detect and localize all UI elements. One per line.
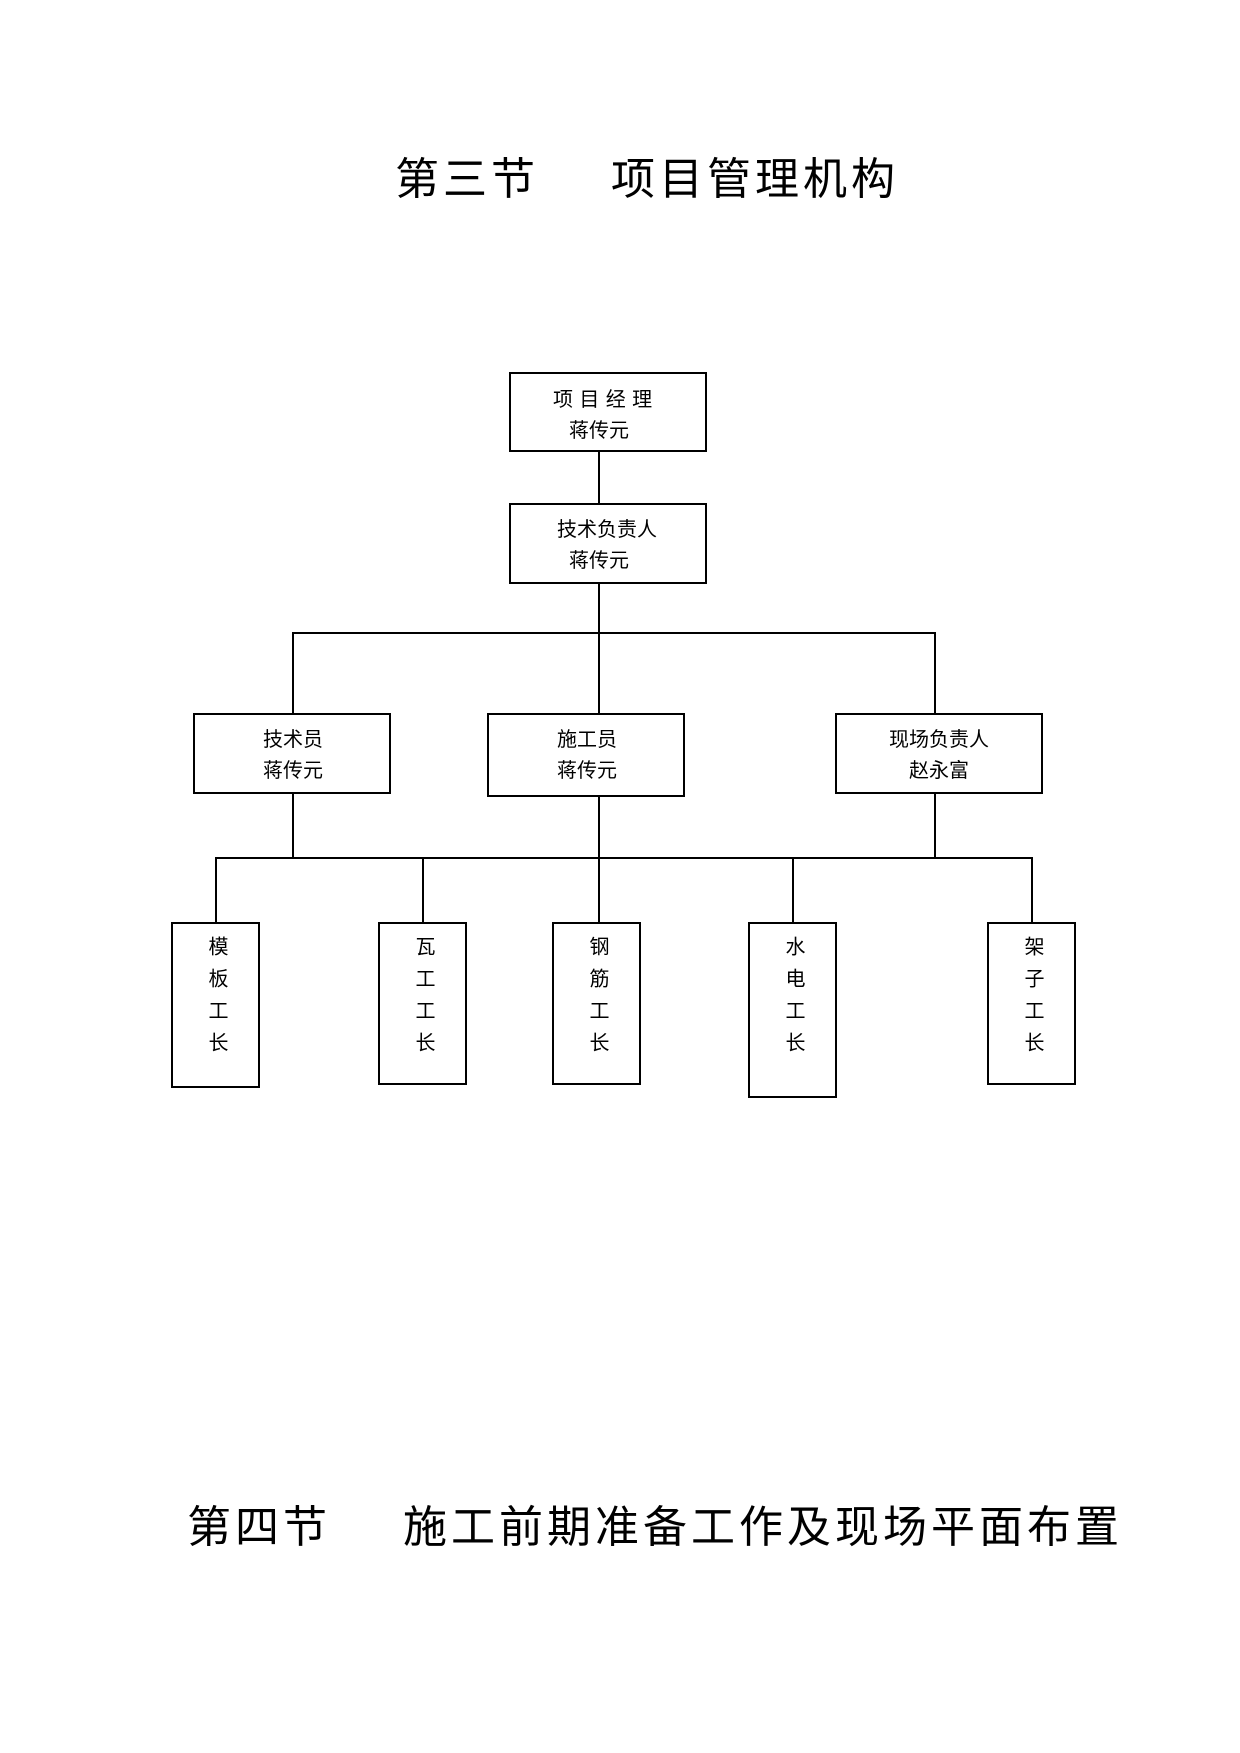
org-node-rebar-foreman: 钢筋工长 (552, 922, 641, 1085)
node-label: 钢筋工长 (586, 936, 610, 1064)
node-label: 架子工长 (1021, 936, 1045, 1064)
node-role: 技术负责人 (557, 517, 657, 541)
node-name: 蒋传元 (569, 418, 629, 442)
connector-line (934, 632, 936, 713)
section-3-heading: 第三节 项目管理机构 (395, 154, 899, 205)
node-name: 赵永富 (909, 758, 969, 782)
connector-line (292, 793, 294, 858)
node-label: 瓦工工长 (412, 936, 436, 1064)
node-role: 项 目 经 理 (553, 387, 653, 411)
org-node-masonry-foreman: 瓦工工长 (378, 922, 467, 1085)
org-node-project-manager: 项 目 经 理 蒋传元 (509, 372, 707, 452)
node-role: 技术员 (263, 727, 323, 751)
org-node-formwork-foreman: 模板工长 (171, 922, 260, 1088)
node-label: 水电工长 (782, 936, 806, 1064)
node-name: 蒋传元 (263, 758, 323, 782)
connector-line (292, 632, 294, 713)
connector-line (598, 452, 600, 503)
node-role: 施工员 (557, 727, 617, 751)
connector-line (292, 632, 936, 634)
connector-line (215, 857, 217, 923)
node-label: 模板工长 (205, 936, 229, 1064)
connector-line (215, 857, 1033, 859)
connector-line (934, 793, 936, 858)
node-name: 蒋传元 (569, 548, 629, 572)
connector-line (422, 857, 424, 923)
section-4-heading: 第四节 施工前期准备工作及现场平面布置 (187, 1502, 1123, 1553)
org-node-technician: 技术员 蒋传元 (193, 713, 391, 794)
org-node-plumbing-electrical-foreman: 水电工长 (748, 922, 837, 1098)
connector-line (792, 857, 794, 923)
node-role: 现场负责人 (889, 727, 989, 751)
org-node-site-lead: 现场负责人 赵永富 (835, 713, 1043, 794)
org-node-technical-lead: 技术负责人 蒋传元 (509, 503, 707, 584)
org-node-construction-staff: 施工员 蒋传元 (487, 713, 685, 797)
connector-line (1031, 857, 1033, 923)
org-node-scaffolding-foreman: 架子工长 (987, 922, 1076, 1085)
node-name: 蒋传元 (557, 758, 617, 782)
connector-line (598, 584, 600, 713)
connector-line (598, 797, 600, 923)
